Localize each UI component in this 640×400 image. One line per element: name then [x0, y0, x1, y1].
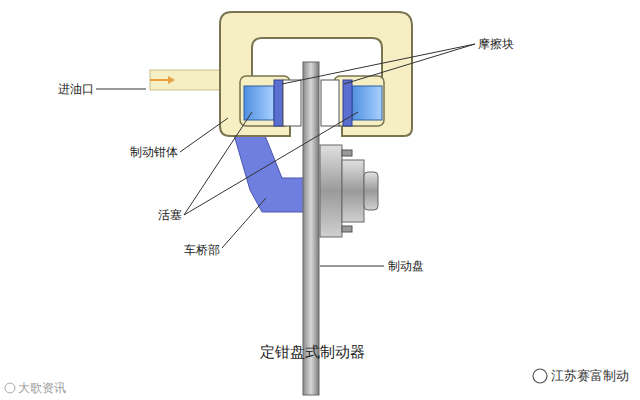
- right-cylinder: [334, 76, 384, 126]
- part-label: 活塞: [158, 208, 182, 222]
- left-piston: [244, 86, 274, 120]
- caption: 定钳盘式制动器: [260, 343, 365, 362]
- leader-line: [184, 112, 252, 215]
- leader-line: [282, 44, 475, 84]
- left-pad-backing: [283, 80, 301, 126]
- leader-line: [184, 112, 358, 215]
- leader-line: [344, 44, 475, 84]
- watermark-icon: [5, 383, 15, 393]
- leader-line: [180, 118, 228, 152]
- right-piston: [352, 86, 382, 120]
- watermark: 大歌资讯: [18, 380, 66, 397]
- flow-arrow: [150, 79, 168, 81]
- hub-flange: [320, 145, 342, 237]
- part-label: 进油口: [58, 82, 94, 96]
- part-label: 摩擦块: [478, 37, 514, 51]
- part-label: 车桥部: [184, 243, 220, 257]
- part-label: 制动钳体: [130, 145, 178, 159]
- leader-line: [320, 266, 384, 267]
- wheel-bolt: [342, 150, 352, 156]
- part-label: 制动盘: [388, 259, 424, 273]
- hub-body: [342, 160, 364, 222]
- watermark-icon: [533, 369, 547, 383]
- axle-part: [232, 128, 304, 212]
- hub-cap: [364, 172, 378, 210]
- watermark: 江苏赛富制动: [551, 367, 629, 385]
- wheel-bolt: [342, 226, 352, 232]
- right-friction-pad: [343, 80, 352, 126]
- inlet-pipe: [150, 70, 226, 90]
- right-pad-backing: [321, 80, 339, 126]
- left-friction-pad: [274, 80, 283, 126]
- leader-line: [96, 89, 146, 90]
- flow-arrowhead: [168, 76, 175, 84]
- leader-line: [222, 198, 266, 248]
